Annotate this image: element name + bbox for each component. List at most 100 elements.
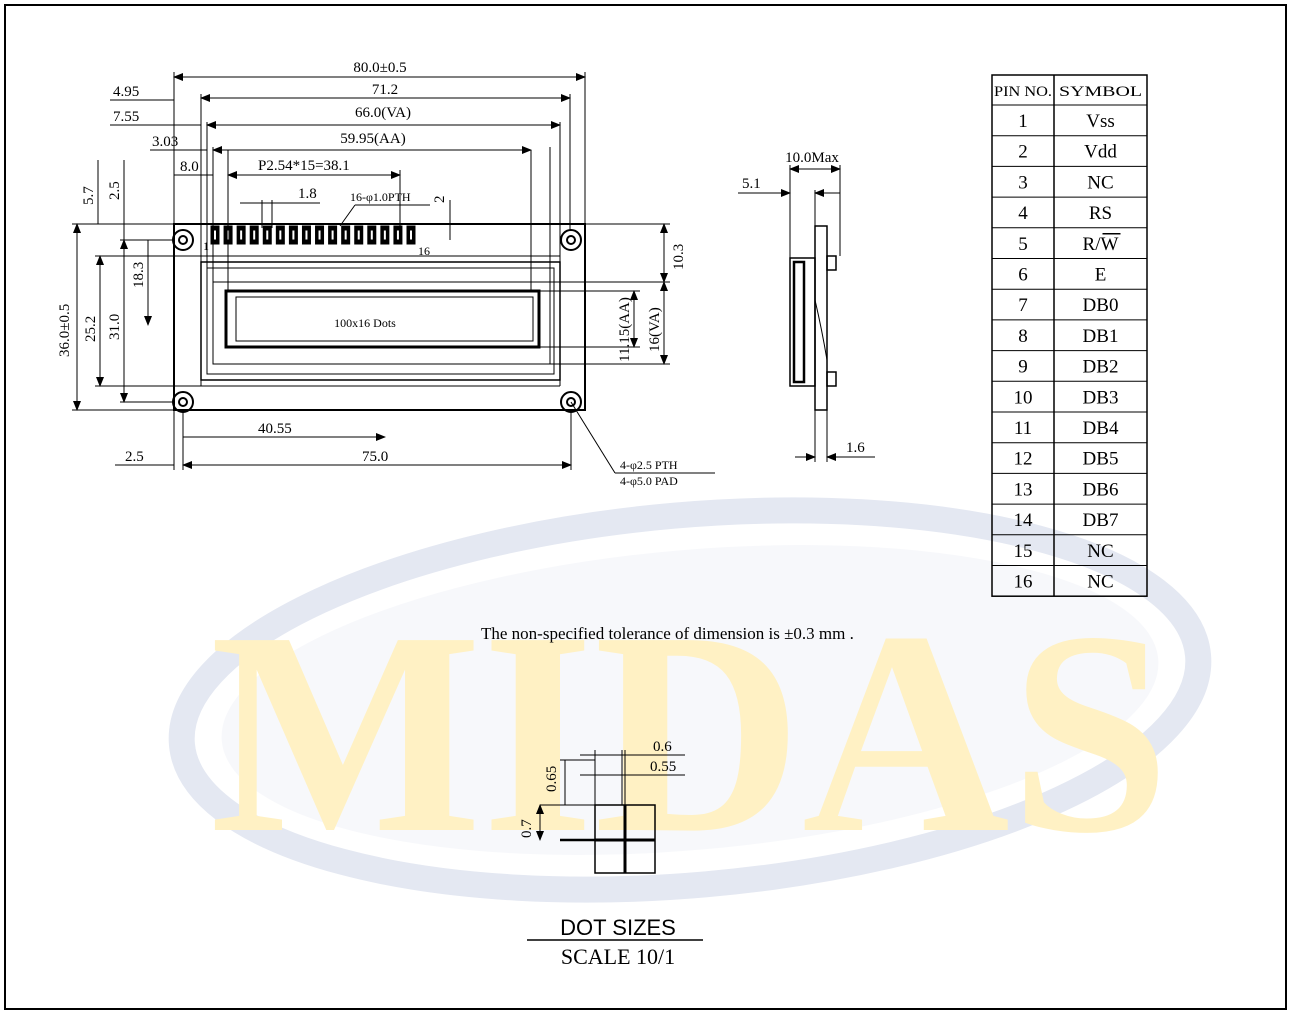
sheet-border bbox=[4, 4, 1287, 1010]
label-0-7: 0.7 bbox=[519, 819, 535, 838]
dot-sizes-title: DOT SIZES bbox=[560, 915, 676, 940]
side-view bbox=[738, 165, 875, 462]
pin-number: 15 bbox=[1014, 541, 1033, 562]
pin-number: 9 bbox=[1018, 357, 1028, 378]
active-area-inner bbox=[235, 296, 534, 342]
bezel-outline bbox=[200, 261, 561, 381]
pin-number: 14 bbox=[1014, 510, 1034, 531]
pin-number: 2 bbox=[1018, 142, 1028, 163]
label-mount-holes: 4-φ2.5 PTH bbox=[620, 458, 678, 472]
label-40-55: 40.55 bbox=[258, 421, 292, 437]
pin-symbol: DB1 bbox=[1083, 326, 1119, 347]
pin-symbol: DB7 bbox=[1083, 510, 1119, 531]
label-pin-holes: 16-φ1.0PTH bbox=[350, 190, 411, 204]
connector-pin-hole bbox=[239, 229, 244, 241]
label-5-7: 5.7 bbox=[81, 186, 97, 205]
label-pcb-thickness: 1.6 bbox=[846, 440, 865, 456]
side-lcd-body bbox=[789, 257, 816, 387]
label-dots: 100x16 Dots bbox=[334, 316, 396, 330]
pin-number: 11 bbox=[1014, 418, 1032, 439]
pin-number: 7 bbox=[1018, 295, 1028, 316]
dot-sizes-scale: SCALE 10/1 bbox=[561, 944, 675, 969]
pcb-outline bbox=[173, 223, 586, 411]
watermark: MIDAS bbox=[168, 497, 1212, 903]
label-18-3: 18.3 bbox=[131, 262, 147, 288]
label-31-0: 31.0 bbox=[107, 314, 123, 340]
lead-pth bbox=[339, 204, 356, 227]
connector-pin-hole bbox=[356, 229, 361, 241]
label-va-width: 66.0(VA) bbox=[355, 105, 411, 121]
label-0-6: 0.6 bbox=[653, 739, 672, 755]
label-2-5-bottom: 2.5 bbox=[125, 449, 144, 465]
label-aa-width: 59.95(AA) bbox=[340, 131, 405, 147]
pin-symbol: E bbox=[1095, 265, 1107, 286]
mount-hole-tr-inner bbox=[566, 235, 576, 245]
connector-pin-hole bbox=[409, 229, 413, 241]
mount-hole-bl-inner bbox=[178, 397, 188, 407]
dot-detail bbox=[527, 750, 703, 941]
watermark-text: MIDAS bbox=[210, 572, 1170, 893]
side-lcd-glass bbox=[792, 260, 806, 384]
front-view-labels: 80.0±0.5 71.2 66.0(VA) 59.95(AA) 4.95 7.… bbox=[57, 60, 687, 488]
side-zebra bbox=[814, 299, 828, 361]
label-2-5-top: 2.5 bbox=[107, 181, 123, 200]
side-view-labels: 10.0Max 5.1 1.6 bbox=[742, 150, 865, 456]
connector-pin-hole bbox=[317, 229, 322, 241]
label-10-3: 10.3 bbox=[671, 244, 687, 270]
pin-table-header-symbol: SYMBOL bbox=[1059, 84, 1142, 100]
front-dimensions bbox=[72, 72, 715, 474]
connector-pins bbox=[210, 225, 416, 245]
pin-number: 3 bbox=[1018, 172, 1028, 193]
label-71-2: 71.2 bbox=[372, 82, 398, 98]
pin-symbol: DB5 bbox=[1083, 449, 1119, 470]
label-2: 2 bbox=[432, 196, 448, 204]
label-aa-height: 11.15(AA) bbox=[617, 297, 633, 362]
label-pin-first: 1 bbox=[203, 239, 209, 253]
connector-pin-hole bbox=[265, 229, 270, 241]
pin-symbol: NC bbox=[1087, 572, 1113, 593]
connector-pin-hole bbox=[369, 229, 374, 241]
label-25-2: 25.2 bbox=[83, 316, 99, 342]
pin-symbol: NC bbox=[1087, 541, 1113, 562]
label-mount-pads: 4-φ5.0 PAD bbox=[620, 474, 678, 488]
pin-number: 6 bbox=[1018, 265, 1028, 286]
label-4-95: 4.95 bbox=[113, 84, 139, 100]
connector-pin-hole bbox=[343, 229, 348, 241]
dot-detail-labels: 0.6 0.55 0.65 0.7 DOT SIZES SCALE 10/1 bbox=[519, 739, 676, 969]
connector-pin-hole bbox=[304, 229, 309, 241]
lcd-module-drawing: MIDAS bbox=[4, 4, 1287, 1010]
side-pcb bbox=[814, 225, 828, 411]
side-clip-bottom bbox=[826, 371, 837, 387]
connector-pin-hole bbox=[395, 229, 400, 241]
pin-symbol: R/W bbox=[1083, 234, 1119, 255]
pin-symbol: DB0 bbox=[1083, 295, 1119, 316]
pin-number: 13 bbox=[1014, 479, 1033, 500]
label-pitch: P2.54*15=38.1 bbox=[258, 158, 350, 174]
connector-pin-hole bbox=[382, 229, 387, 241]
connector-pin-hole bbox=[291, 229, 296, 241]
pin-number: 1 bbox=[1018, 111, 1028, 132]
label-va-height: 16(VA) bbox=[647, 307, 663, 352]
label-overall-width: 80.0±0.5 bbox=[353, 60, 406, 76]
mount-hole-tl-inner bbox=[178, 235, 188, 245]
label-pin-last: 16 bbox=[418, 244, 430, 258]
pin-symbol: NC bbox=[1087, 172, 1113, 193]
connector-pin-hole bbox=[278, 229, 283, 241]
pin-number: 8 bbox=[1018, 326, 1028, 347]
active-area bbox=[224, 289, 541, 349]
viewing-area bbox=[212, 281, 551, 365]
label-3-03: 3.03 bbox=[152, 134, 178, 150]
bezel-inner bbox=[206, 267, 555, 375]
label-0-55: 0.55 bbox=[650, 759, 676, 775]
mount-hole-tl bbox=[172, 229, 194, 251]
drawing-frame: MIDAS bbox=[4, 4, 1287, 1011]
connector-pin-hole bbox=[252, 229, 257, 241]
connector-pin-hole bbox=[330, 229, 335, 241]
pin-symbol: Vdd bbox=[1084, 142, 1117, 163]
pin-symbol: RS bbox=[1089, 203, 1112, 224]
pin-table-header-pin: PIN NO. bbox=[994, 84, 1052, 100]
pin-number: 16 bbox=[1014, 572, 1033, 593]
side-clip-top bbox=[826, 255, 837, 271]
front-view bbox=[72, 72, 715, 474]
